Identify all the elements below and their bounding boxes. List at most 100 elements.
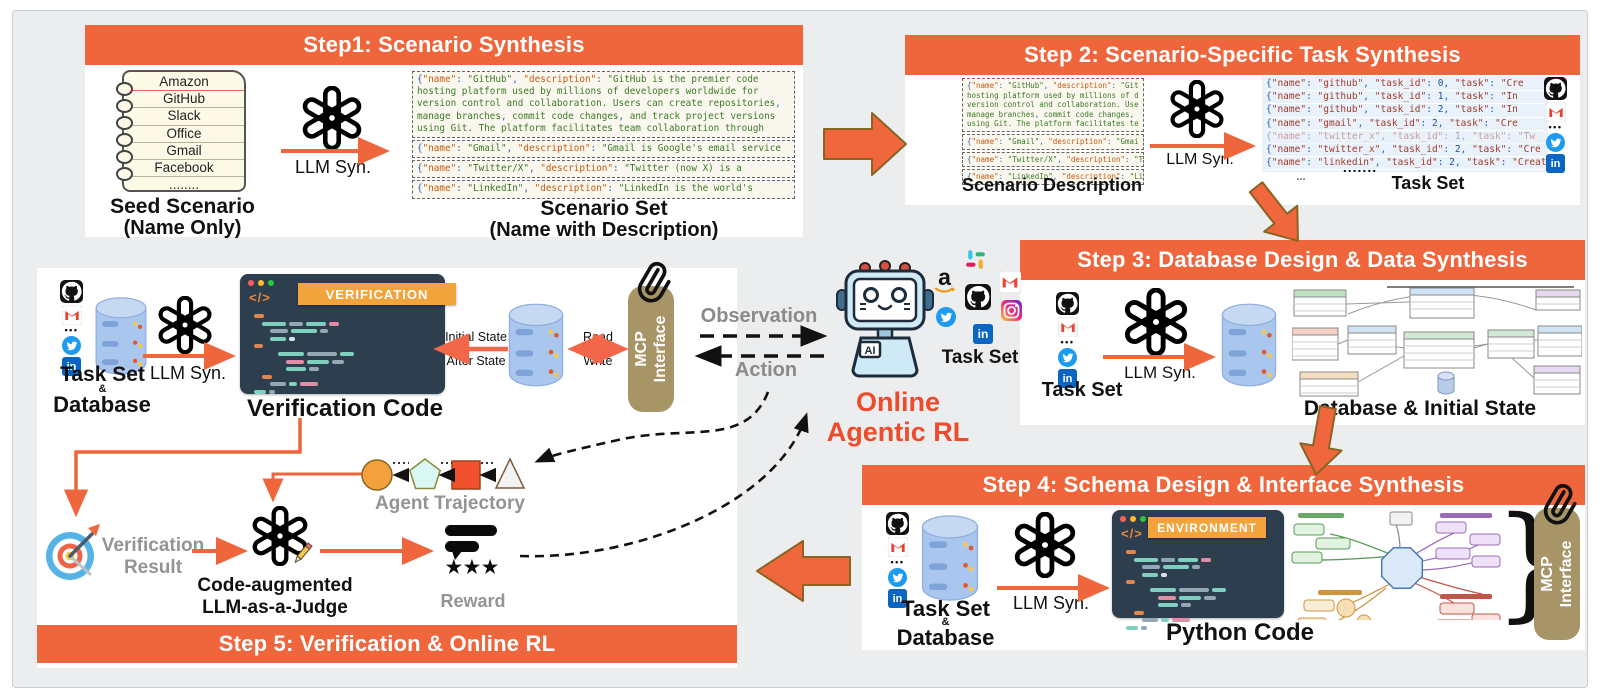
mindmap-node (1293, 523, 1325, 536)
database-icon (505, 298, 567, 392)
seed-scenario-item: GitHub (124, 91, 244, 109)
seed-scenario-item: Amazon (124, 74, 244, 92)
step3-llm-label: LLM Syn. (1124, 363, 1196, 382)
gmail-icon (61, 305, 82, 325)
linkedin-icon: in (62, 357, 81, 376)
middle-task-set-label: Task Set (941, 347, 1019, 368)
mindmap-node (1435, 521, 1467, 534)
github-icon (1544, 77, 1567, 100)
mindmap-node (1439, 602, 1475, 615)
step3-output-label: Database & Initial State (1303, 397, 1537, 420)
openai-logo-icon (1012, 512, 1078, 578)
seed-scenario-item: Slack (124, 108, 244, 126)
seed-scenario-item: ........ (168, 177, 199, 193)
mindmap-node (1315, 537, 1351, 550)
task-json-line: {"name": "twitter_x", "task_id": 1, "tas… (1266, 131, 1544, 145)
code-icon: </> (249, 290, 271, 305)
step2-title: Step 2: Scenario-Specific Task Synthesis (1024, 42, 1461, 67)
er-table (1409, 287, 1475, 319)
write-label: Write (583, 354, 613, 368)
scenario-json-block: {"name": "LinkedIn", "description": "Lin… (412, 180, 795, 199)
mindmap-node (1435, 547, 1471, 560)
scenario-description-label: Scenario Description (961, 175, 1143, 195)
agent-trajectory-label: Agent Trajectory (375, 493, 525, 514)
task-json-line: {"name": "github", "task_id": 2, "task":… (1266, 104, 1544, 118)
mcp-label-1: MCP (1539, 556, 1556, 592)
github-icon (886, 512, 909, 535)
gmail-icon (1545, 102, 1566, 122)
er-table (1537, 325, 1582, 357)
step3-banner: Step 3: Database Design & Data Synthesis (1020, 240, 1585, 280)
ellipsis-icon: ••• (1548, 122, 1563, 132)
app-icon-stack: •••in (886, 512, 909, 608)
step2-banner: Step 2: Scenario-Specific Task Synthesis (905, 35, 1580, 75)
seed-scenario-item: Facebook (124, 160, 244, 178)
linkedin-icon: in (973, 324, 993, 344)
step2-task-set-label: Task Set (1391, 173, 1465, 193)
task-json-line: {"name": "github", "task_id": 1, "task":… (1266, 91, 1544, 105)
verification-result-label-1: Verification (101, 535, 205, 556)
twitter-icon (1546, 133, 1565, 152)
database-icon (918, 512, 982, 604)
task-json-line: {"name": "github", "task_id": 0, "task":… (1266, 78, 1544, 92)
mindmap-node (1471, 555, 1501, 568)
scenario-json-block: {"name": "Gmail", "description": "Gmai (962, 133, 1144, 150)
step4-output-label: Python Code (1166, 619, 1314, 646)
scenario-set-box: {"name": "GitHub", "description": "GitHu… (412, 71, 795, 201)
scenario-json-block: {"name": "Twitter/X", "description": "Tw… (412, 160, 795, 179)
judge-label-1: Code-augmented (197, 575, 353, 596)
environment-badge: ENVIRONMENT (1148, 517, 1266, 538)
code-lines (1122, 550, 1276, 634)
er-table (1535, 289, 1581, 311)
step5-banner: Step 5: Verification & Online RL (37, 625, 737, 663)
gmail-icon (999, 271, 1021, 293)
online-agentic-rl-2: Agentic RL (826, 417, 970, 447)
paperclip-icon (637, 261, 671, 303)
app-icon-stack: •••in (1056, 292, 1079, 388)
reward-icon (445, 525, 497, 560)
window-traffic-dots (248, 280, 274, 286)
step4-banner: Step 4: Schema Design & Interface Synthe… (862, 465, 1585, 505)
step5-llm-label: LLM Syn. (149, 363, 227, 383)
er-table (1487, 329, 1535, 359)
step5-input-label-2: Database (53, 392, 151, 417)
scenario-set-caption-2: (Name with Description) (489, 219, 719, 241)
step4-input-label-2: Database (896, 625, 995, 650)
scenario-json-block: {"name": "LinkedIn", "description": "Li (962, 169, 1144, 185)
twitter-icon (62, 336, 81, 355)
seed-scenario-caption-2: (Name Only) (123, 217, 242, 239)
scenario-json-block: {"name": "Gmail", "description": "Gmail … (412, 140, 795, 159)
openai-logo-icon (1122, 288, 1190, 356)
task-json-line: {"name": "gmail", "task_id": 2, "task": … (1266, 118, 1544, 131)
action-label: Action (734, 359, 798, 381)
twitter-icon (1058, 348, 1077, 367)
openai-logo-icon (156, 296, 214, 354)
seed-scenario-caption-1: Seed Scenario (110, 195, 255, 218)
er-table (1347, 325, 1397, 355)
scenario-json-block: {"name": "GitHub", "description": "GitHu… (412, 71, 795, 139)
judge-label-2: LLM-as-a-Judge (202, 597, 348, 618)
gmail-icon (1057, 317, 1078, 337)
step4-input-amp: & (941, 616, 950, 628)
after-state-label: After State (446, 354, 506, 368)
mcp-label-1: MCP (633, 331, 650, 367)
step1-banner: Step1: Scenario Synthesis (85, 25, 803, 65)
scenario-json-block: {"name": "Twitter/X", "description": "T (962, 151, 1144, 168)
openai-logo-icon (300, 86, 364, 150)
code-icon: </> (1121, 526, 1143, 541)
step4-input-label-1: Task Set (901, 596, 990, 621)
environment-badge-label: ENVIRONMENT (1157, 520, 1257, 535)
step2-llm-label: LLM Syn. (1166, 151, 1234, 168)
step3-task-set-label: Task Set (1041, 379, 1123, 401)
mindmap-node (1471, 613, 1501, 620)
task-set-box: {"name": "github", "task_id": 0, "task":… (1262, 76, 1552, 173)
mindmap-node (1303, 599, 1335, 612)
mindmap-node (1297, 617, 1327, 620)
instagram-icon (1001, 300, 1022, 321)
task-set-dots: ....... (1342, 159, 1378, 175)
